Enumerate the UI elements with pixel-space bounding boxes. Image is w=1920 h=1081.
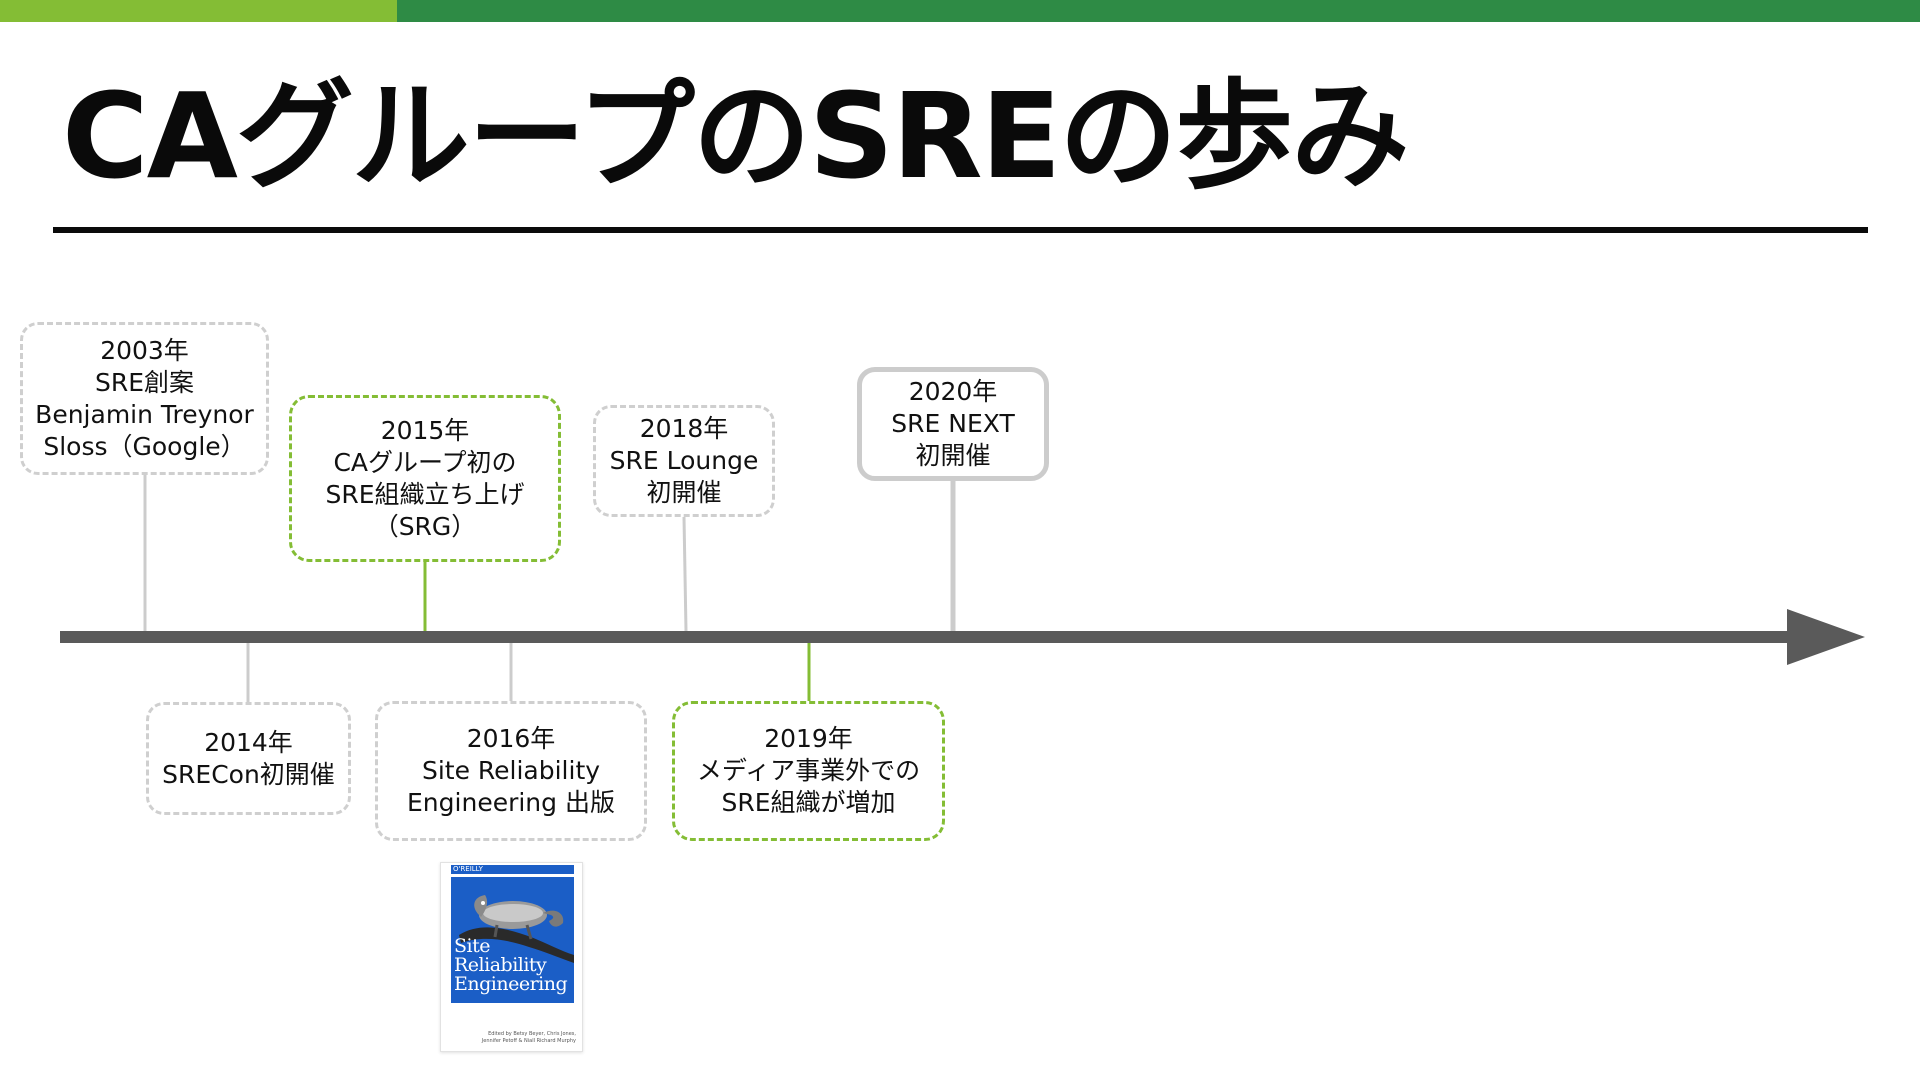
publisher-bar	[451, 865, 574, 874]
event-year: 2014年	[204, 727, 293, 757]
event-2019: 2019年 メディア事業外での SRE組織が増加	[672, 701, 945, 841]
event-year: 2015年	[380, 415, 470, 445]
event-line: SRE組織が増加	[721, 788, 896, 817]
event-line: メディア事業外での	[696, 756, 921, 785]
event-2020: 2020年 SRE NEXT 初開催	[857, 367, 1049, 481]
chameleon-illustration-icon	[459, 895, 574, 963]
event-2003: 2003年 SRE創案 Benjamin Treynor Sloss（Googl…	[20, 322, 269, 475]
event-2018: 2018年 SRE Lounge 初開催	[593, 405, 775, 517]
event-line: SRE創案	[94, 367, 195, 397]
event-line: SRE Lounge	[609, 446, 759, 475]
book-editors: Edited by Betsy Beyer, Chris Jones, Jenn…	[449, 1031, 576, 1045]
event-line: SRE NEXT	[891, 409, 1015, 438]
book-cover-image: O'REILLY Site Reliability Engineering Ed…	[440, 862, 583, 1052]
event-year: 2016年	[466, 724, 556, 753]
top-accent-bar-light	[0, 0, 397, 22]
event-line: Site Reliability	[421, 756, 601, 785]
event-line: SRE組織立ち上げ	[325, 479, 525, 509]
event-line: CAグループ初の	[333, 447, 517, 477]
event-line: （SRG）	[373, 511, 477, 541]
book-editor-line: Jennifer Petoff & Niall Richard Murphy	[481, 1038, 576, 1044]
event-year: 2020年	[908, 377, 998, 406]
event-2014: 2014年 SRECon初開催	[146, 702, 351, 815]
event-line: Benjamin Treynor	[35, 399, 254, 429]
event-2015: 2015年 CAグループ初の SRE組織立ち上げ （SRG）	[289, 395, 561, 562]
event-line: SRECon初開催	[162, 759, 335, 789]
event-line: Engineering 出版	[407, 788, 615, 817]
top-accent-bar-dark	[397, 0, 1920, 22]
event-line: 初開催	[646, 478, 722, 507]
page-title: CAグループのSREの歩み	[62, 67, 1409, 205]
publisher-name: O'REILLY	[453, 865, 483, 873]
book-cover-panel: Site Reliability Engineering	[451, 877, 574, 1003]
title-underline	[53, 227, 1868, 233]
book-title-line: Reliability	[454, 954, 547, 976]
event-year: 2019年	[764, 724, 853, 753]
book-editor-line: Edited by Betsy Beyer, Chris Jones,	[488, 1031, 576, 1037]
book-title-line: Site	[454, 935, 490, 957]
book-title-line: Engineering	[454, 973, 568, 995]
event-line: Sloss（Google）	[43, 431, 246, 461]
book-title: Site Reliability Engineering	[454, 935, 568, 995]
timeline-arrowhead-icon	[1787, 609, 1865, 665]
event-year: 2018年	[639, 414, 729, 443]
connector-2018	[682, 516, 688, 632]
event-line: 初開催	[915, 441, 991, 470]
event-year: 2003年	[100, 335, 189, 365]
event-2016: 2016年 Site Reliability Engineering 出版	[375, 701, 647, 841]
